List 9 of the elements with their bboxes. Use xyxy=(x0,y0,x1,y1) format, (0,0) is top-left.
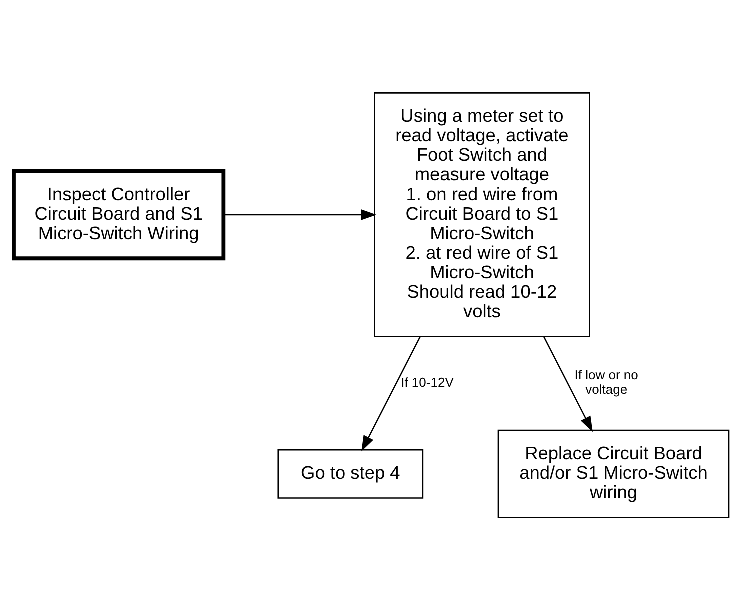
edge-label: If 10-12V xyxy=(401,374,454,390)
node-box: Using a meter set to read voltage, activate Foot Switch and measure voltage 1. on red wire from Circuit Board to S1 Micro-Switch 2. at red wire of S1 Micro-Switch Should read 10-12 volts xyxy=(374,92,590,338)
edge-label: If low or no voltage xyxy=(574,368,638,398)
node-box: Inspect Controller Circuit Board and S1 Micro-Switch Wiring xyxy=(12,169,226,261)
node-box: Replace Circuit Board and/or S1 Micro-Switch wiring xyxy=(498,430,730,518)
arrow xyxy=(362,336,421,452)
arrow xyxy=(544,336,593,432)
arrow xyxy=(224,210,377,220)
node-box: Go to step 4 xyxy=(278,449,424,499)
